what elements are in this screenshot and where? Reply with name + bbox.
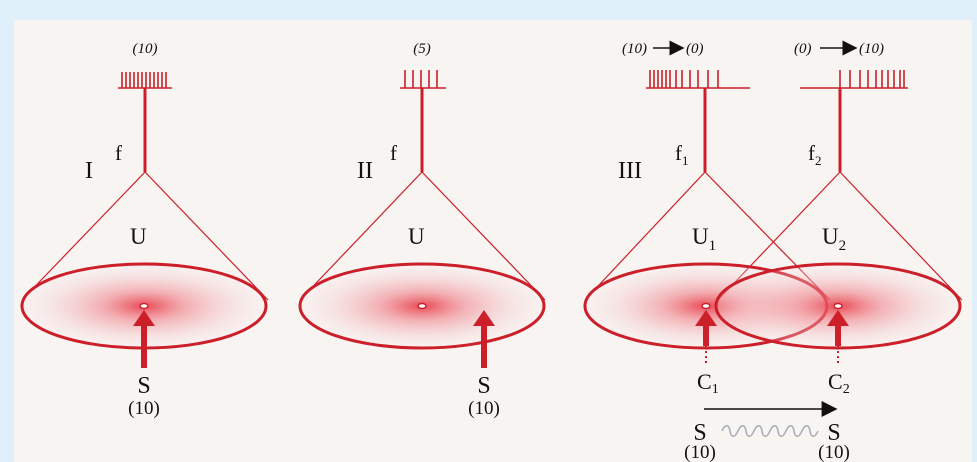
panel-3-field-1-label: U1 (692, 224, 716, 254)
panel-3-roman: III (618, 158, 642, 184)
panel-3-field-2-label: U2 (822, 224, 846, 254)
panel-2-spike-train (400, 70, 446, 88)
panel-3-fiber-1-rate-from: (10) (622, 41, 647, 57)
panel-3-fiber-1-label: f1 (675, 141, 689, 168)
panel-1-roman: I (85, 158, 93, 184)
panel-3-stimulus-start-strength: (10) (684, 442, 716, 462)
panel-2: (5) f II U S (10) (300, 41, 545, 419)
panel-1-field-center (140, 304, 148, 309)
panel-3-fiber-1-rate-to: (0) (686, 41, 704, 57)
panel-1-rate: (10) (133, 41, 158, 57)
panel-2-fiber-label: f (390, 141, 397, 165)
panel-3-center-2-label: C2 (828, 369, 850, 397)
panel-2-field-center (418, 304, 426, 309)
panel-3-fiber-1-spike-train (646, 70, 750, 88)
panel-3: (10) (0) (0) (10) (585, 41, 962, 462)
panel-3-fiber-2-label: f2 (808, 141, 822, 168)
panel-1-fiber-label: f (115, 141, 122, 165)
panel-2-stimulus-strength: (10) (468, 398, 500, 419)
panel-3-stimulus-path-coil (722, 426, 818, 437)
panel-2-roman: II (357, 158, 373, 184)
panel-3-fiber-2-rate-to: (10) (859, 41, 884, 57)
panel-2-stimulus-label: S (477, 373, 490, 399)
panel-3-fiber-2-rate-from: (0) (794, 41, 812, 57)
panel-2-field-label: U (408, 224, 425, 249)
panel-3-fiber-2-spike-train (800, 70, 908, 88)
panel-3-stimulus-end-strength: (10) (818, 442, 850, 462)
panel-3-center-1-label: C1 (697, 369, 719, 397)
panel-1: (10) f I U (22, 41, 268, 419)
panel-1-spike-train (118, 72, 172, 88)
panel-3-field-1-center (702, 304, 710, 309)
panel-1-field-label: U (130, 224, 147, 249)
panel-1-stimulus-label: S (137, 373, 150, 399)
panel-2-rate: (5) (413, 41, 431, 57)
panel-3-field-2-center (834, 304, 842, 309)
panel-1-stimulus-strength: (10) (128, 398, 160, 419)
